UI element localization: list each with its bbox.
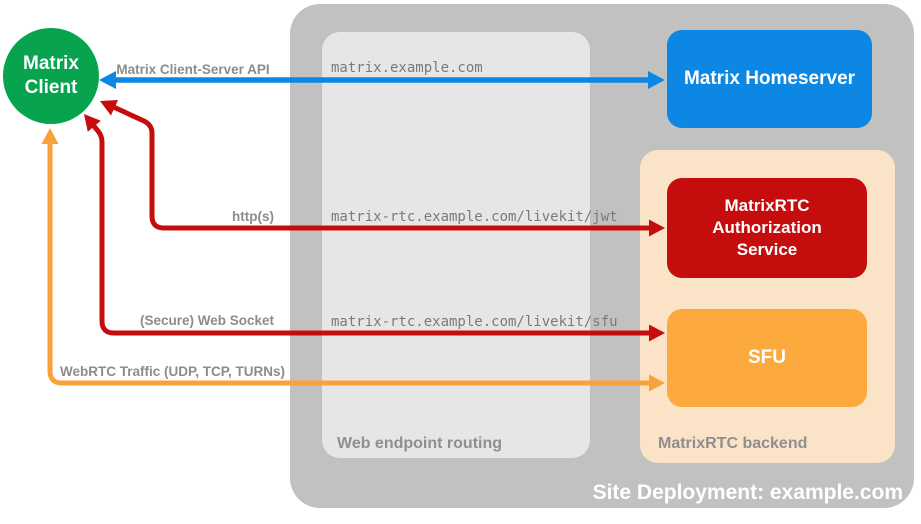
arrowhead-webrtc-client — [41, 128, 59, 144]
node-matrix-homeserver: Matrix Homeserver — [667, 30, 872, 128]
edge-label-client-server-api: Matrix Client-Server API — [116, 62, 270, 77]
edge-label-https: http(s) — [232, 209, 274, 224]
caption-site-deployment: Site Deployment: example.com — [592, 481, 903, 504]
web-endpoint-routing-panel — [322, 32, 590, 458]
caption-matrixrtc-backend: MatrixRTC backend — [658, 435, 808, 452]
edge-label-webrtc-traffic: WebRTC Traffic (UDP, TCP, TURNs) — [60, 364, 286, 379]
caption-web-endpoint-routing: Web endpoint routing — [337, 435, 503, 452]
node-matrixrtc-authorization-service: MatrixRTC Authorization Service — [667, 178, 867, 278]
endpoint-url-livekit-jwt: matrix-rtc.example.com/livekit/jwt — [331, 209, 618, 225]
edge-label-websocket: (Secure) Web Socket — [139, 313, 274, 328]
endpoint-url-homeserver: matrix.example.com — [331, 60, 483, 76]
node-sfu: SFU — [667, 309, 867, 407]
endpoint-url-livekit-sfu: matrix-rtc.example.com/livekit/sfu — [331, 314, 618, 330]
arrowhead-https-client — [100, 100, 119, 116]
node-matrix-client: Matrix Client — [3, 28, 99, 124]
